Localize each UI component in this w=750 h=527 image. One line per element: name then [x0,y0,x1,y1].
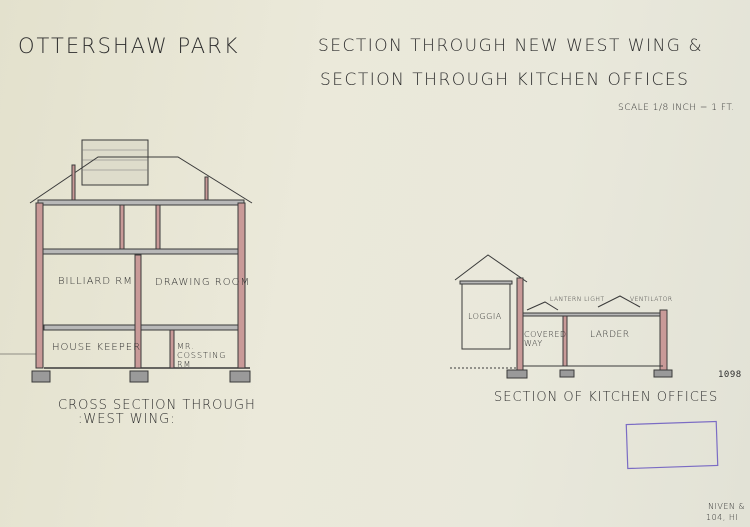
kitchen-section [450,254,673,379]
archive-stamp [625,420,719,470]
loggia-roof [454,254,528,283]
subtitle-line-1: SECTION THROUGH NEW WEST WING & [318,36,704,56]
room-label: LANTERN LIGHT [550,296,605,303]
subtitle-line-2: SECTION THROUGH KITCHEN OFFICES [320,70,690,90]
kitchen-main-wall [516,277,524,371]
room-label: DRAWING ROOM [155,277,251,288]
room-label: MR. COSSTING RM [177,342,227,369]
footing [31,370,51,383]
kitchen-caption: SECTION OF KITCHEN OFFICES [494,390,719,405]
footing [129,370,149,383]
footing [229,370,251,383]
scale-note: SCALE 1/8 INCH = 1 FT. [618,103,735,113]
west-wing-caption-1: CROSS SECTION THROUGH [58,398,256,413]
room-label: HOUSE KEEPER [52,342,142,353]
lantern-turret [81,139,149,186]
room-label: BILLIARD RM [58,276,133,287]
room-label: VENTILATOR [630,296,673,303]
ventilator [597,295,641,308]
sheet-number: 1098 [718,370,742,380]
maker-line-2: 104, HI [706,513,739,522]
right-wall [237,202,246,369]
left-wall [35,202,44,369]
room-label: LARDER [590,330,630,340]
attic-floor [37,199,245,206]
drawing-title: OTTERSHAW PARK [18,34,240,58]
first-floor [39,248,241,255]
room-label: LOGGIA [468,312,502,321]
roof-outline [29,156,253,204]
west-wing-section [0,139,253,383]
center-wall [134,254,142,369]
maker-line-1: NIVEN & [708,502,746,511]
west-wing-caption-2: :WEST WING: [78,412,176,427]
room-label: COVERED WAY [524,330,567,348]
lantern-light [526,301,559,311]
